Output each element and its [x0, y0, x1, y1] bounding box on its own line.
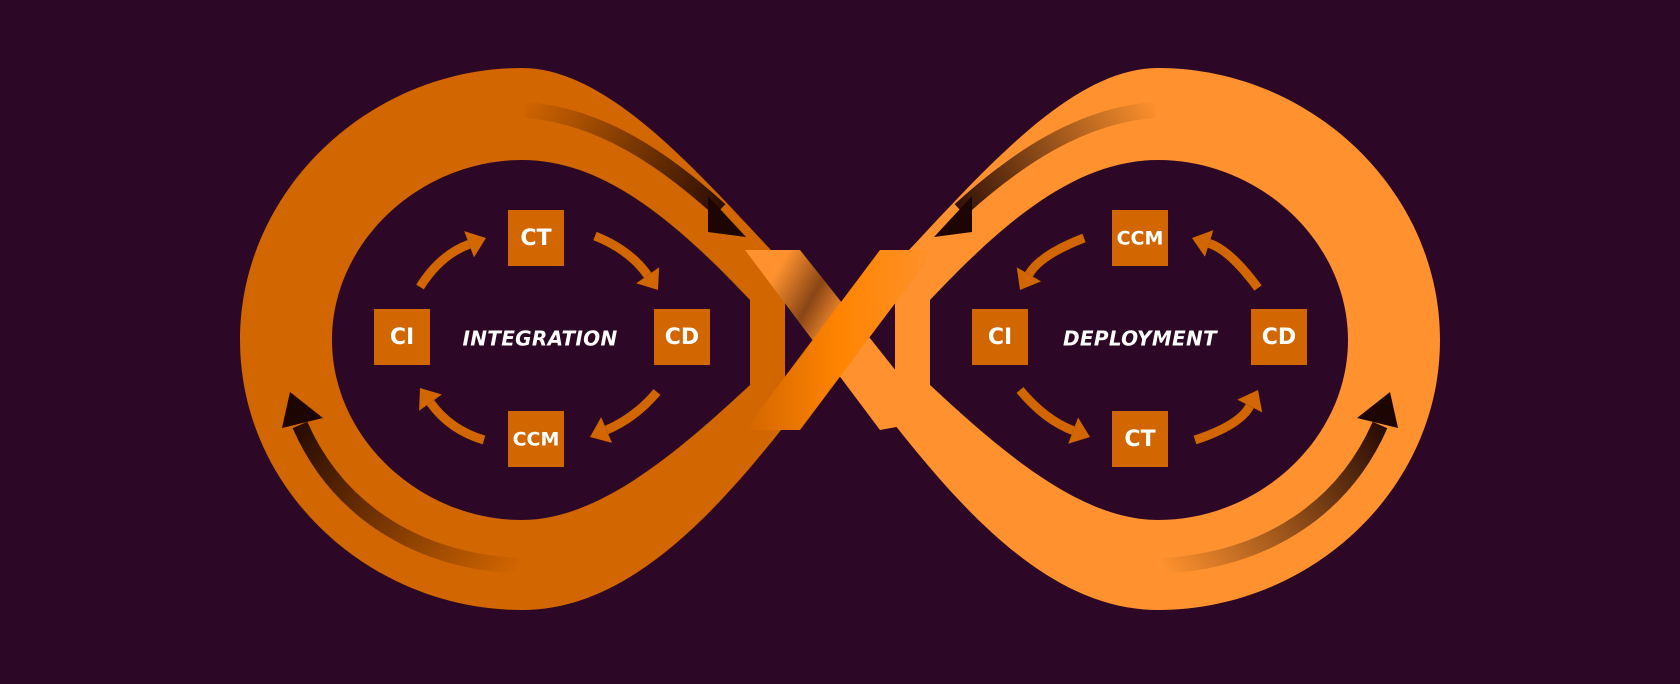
right-arrow-ct-cd-head-icon — [1237, 390, 1263, 413]
left-node-left: CI — [374, 309, 430, 365]
left-node-bottom: CCM — [508, 411, 564, 467]
right-loop-band — [895, 68, 1440, 610]
crossing-over-strand — [745, 250, 935, 430]
left-node-right-box — [654, 309, 710, 365]
right-arrow-ct-cd-shaft — [1193, 403, 1254, 445]
left-node-top-box — [508, 210, 564, 266]
left-arrow-ct-cd-head-icon — [636, 267, 660, 290]
left-arrow-ccm-ci — [419, 388, 486, 445]
left-node-bottom-text: CCM — [513, 429, 560, 451]
right-node-bottom: CT — [1112, 411, 1168, 467]
right-node-left-text: CI — [988, 325, 1012, 350]
left-arrow-cd-ccm — [590, 389, 661, 443]
right-arrow-cd-ccm-shaft — [1207, 239, 1262, 291]
left-arrow-ct-cd-shaft — [593, 231, 652, 278]
integration-label: INTEGRATION — [463, 327, 618, 351]
left-loop-band — [240, 68, 785, 610]
right-arrow-ct-cd — [1193, 390, 1263, 445]
right-node-bottom-text: CT — [1124, 427, 1155, 452]
flow-arrows — [282, 102, 1398, 574]
bottom-right-arrowhead-icon — [1357, 392, 1398, 428]
right-arrow-ccm-ci — [1016, 233, 1086, 290]
left-arrow-cd-ccm-shaft — [604, 389, 661, 435]
deployment-label: DEPLOYMENT — [1063, 327, 1218, 351]
right-arrow-cd-ccm-head-icon — [1192, 230, 1214, 257]
bottom-right-trail — [1161, 421, 1388, 574]
left-node-top: CT — [508, 210, 564, 266]
left-arrow-ci-ct-shaft — [416, 240, 471, 290]
left-node-left-box — [374, 309, 430, 365]
left-node-top-text: CT — [520, 226, 551, 251]
top-right-arrowhead-icon — [934, 196, 972, 237]
top-right-trail — [954, 102, 1156, 216]
right-node-bottom-box — [1112, 411, 1168, 467]
right-node-right-text: CD — [1262, 325, 1296, 350]
right-node-top-box — [1112, 210, 1168, 266]
right-arrow-ci-ct-head-icon — [1068, 417, 1090, 444]
top-left-trail — [524, 102, 726, 216]
right-arrow-ci-ct-shaft — [1016, 387, 1075, 435]
left-arrow-cd-ccm-head-icon — [590, 417, 613, 443]
left-node-right-text: CD — [665, 325, 699, 350]
right-node-top: CCM — [1112, 210, 1168, 266]
right-arrow-cd-ccm — [1192, 230, 1262, 291]
right-arrow-ccm-ci-head-icon — [1016, 267, 1042, 290]
left-node-right: CD — [654, 309, 710, 365]
infinity-band — [240, 68, 1440, 610]
right-arrow-ci-ct — [1016, 387, 1090, 444]
top-left-arrowhead-icon — [708, 196, 746, 237]
left-arrow-ct-cd — [593, 231, 660, 290]
left-arrow-ccm-ci-shaft — [426, 399, 486, 445]
left-node-left-text: CI — [390, 325, 414, 350]
left-arrow-ccm-ci-head-icon — [419, 388, 442, 411]
left-node-bottom-box — [508, 411, 564, 467]
bottom-left-arrowhead-icon — [282, 392, 323, 428]
right-node-left: CI — [972, 309, 1028, 365]
right-node-right: CD — [1251, 309, 1307, 365]
right-node-right-box — [1251, 309, 1307, 365]
left-arrow-ci-ct-head-icon — [464, 231, 486, 258]
right-arrow-ccm-ci-shaft — [1025, 233, 1086, 277]
bottom-left-trail — [292, 421, 519, 574]
left-arrow-ci-ct — [416, 231, 486, 290]
right-node-top-text: CCM — [1117, 228, 1164, 250]
cycle-nodes: CT CD CCM CI CCM CD CT CI — [374, 210, 1307, 467]
right-node-left-box — [972, 309, 1028, 365]
